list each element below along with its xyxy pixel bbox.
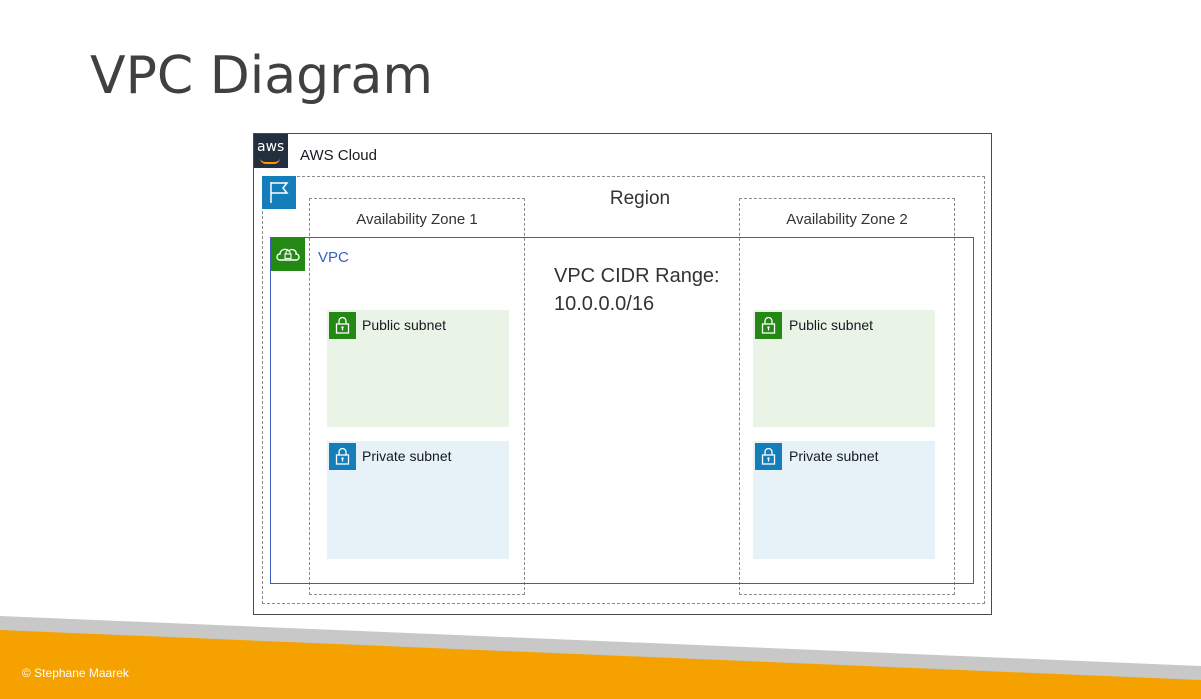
private-subnet-label: Private subnet — [789, 448, 879, 464]
aws-cloud-label: AWS Cloud — [300, 147, 377, 164]
subnet-lock-icon — [329, 443, 356, 470]
subnet-lock-icon — [755, 443, 782, 470]
public-subnet-az1 — [327, 310, 509, 427]
vpc-label: VPC — [318, 249, 349, 266]
region-flag-icon — [262, 176, 296, 209]
aws-logo-icon: aws — [254, 134, 288, 168]
subnet-lock-icon — [755, 312, 782, 339]
footer-band — [0, 616, 1201, 699]
availability-zone-1-label: Availability Zone 1 — [356, 211, 478, 228]
private-subnet-label: Private subnet — [362, 448, 452, 464]
private-subnet-az2 — [753, 441, 935, 559]
vpc-cidr-text: VPC CIDR Range: 10.0.0.0/16 — [554, 262, 720, 318]
vpc-cloud-icon — [271, 238, 305, 271]
availability-zone-2 — [739, 198, 955, 595]
aws-cloud-boundary — [253, 133, 992, 615]
availability-zone-2-label: Availability Zone 2 — [786, 211, 908, 228]
slide-title: VPC Diagram — [90, 46, 434, 106]
aws-logo-text: aws — [257, 139, 285, 155]
cidr-label: VPC CIDR Range: — [554, 265, 720, 287]
public-subnet-label: Public subnet — [362, 317, 447, 333]
availability-zone-1 — [309, 198, 525, 595]
footer-copyright: © Stephane Maarek — [22, 666, 129, 680]
private-subnet-az1 — [327, 441, 509, 559]
region-boundary — [262, 176, 985, 604]
cidr-value: 10.0.0.0/16 — [554, 293, 655, 315]
public-subnet-az2 — [753, 310, 935, 427]
public-subnet-label: Public subnet — [789, 317, 874, 333]
vpc-boundary — [270, 237, 974, 584]
region-label: Region — [609, 188, 671, 209]
subnet-lock-icon — [329, 312, 356, 339]
